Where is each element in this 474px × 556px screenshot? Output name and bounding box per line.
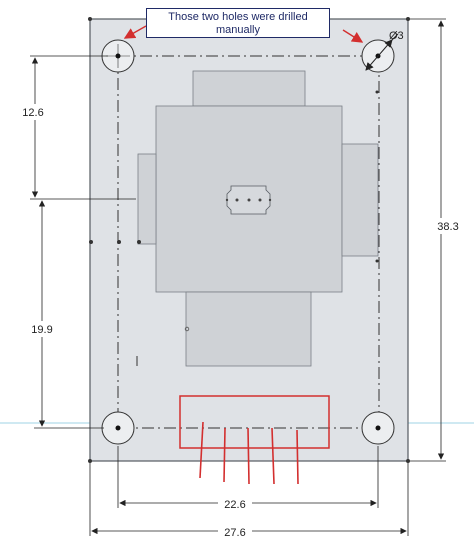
hole-bottom-left (101, 411, 135, 445)
callout-arrow-right (342, 29, 364, 43)
center-chip (225, 185, 272, 215)
dim-27-6-label: 27.6 (224, 527, 245, 539)
pin-lines (199, 421, 299, 485)
dim-12-6-label: 12.6 (22, 107, 43, 119)
hole-bottom-right (361, 411, 395, 445)
dim-19-9-label: 19.9 (31, 324, 52, 336)
component-left (137, 153, 157, 245)
hole-top-left (101, 39, 135, 73)
callout-line-2: manually (215, 24, 261, 36)
component-top (192, 70, 306, 107)
pin-header-highlight (179, 395, 330, 449)
callout-note: Those two holes were drilled manually (146, 8, 330, 38)
component-right (341, 143, 379, 257)
callout-arrow-left (123, 25, 147, 39)
dim-22-6-label: 22.6 (224, 499, 245, 511)
dim-38-3-label: 38.3 (437, 221, 458, 233)
hole-diameter-label: Ø3 (389, 30, 404, 42)
hole-top-right (361, 33, 399, 73)
component-bottom (185, 291, 312, 367)
callout-line-1: Those two holes were drilled (168, 11, 308, 23)
